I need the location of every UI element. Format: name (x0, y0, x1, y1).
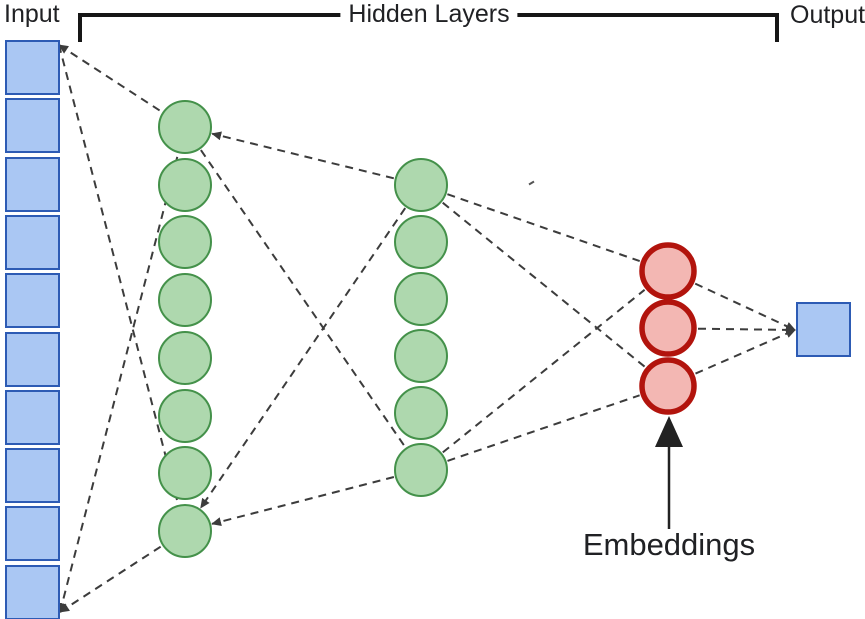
input-node (5, 506, 60, 561)
hidden1-node (158, 504, 212, 558)
connection-hidden2-first-to-hidden1-first (211, 131, 395, 180)
input-node (5, 390, 60, 445)
connection-hidden2-first-to-embeddings-last (442, 201, 646, 368)
connection-hidden2-first-to-embeddings-first (447, 193, 641, 263)
embeddings-arrowhead-icon (655, 416, 683, 447)
hidden-layers-label: Hidden Layers (340, 0, 518, 29)
connection-embeddings-first-to-output-node (694, 282, 796, 331)
hidden2-node (394, 215, 448, 269)
output-node (796, 302, 851, 357)
embedding-node (639, 357, 697, 415)
connection-hidden2-last-to-embeddings-last (447, 394, 640, 462)
connection-input-bottom-right-to-hidden1-first (57, 153, 179, 613)
hidden1-node (158, 158, 212, 212)
hidden2-node (394, 386, 448, 440)
connection-input-bottom-right-to-hidden1-last (59, 545, 163, 613)
hidden-layer-1 (158, 100, 212, 558)
hidden-layer-2 (394, 158, 448, 497)
input-node (5, 215, 60, 270)
embeddings-label: Embeddings (582, 527, 756, 562)
output-label: Output (790, 1, 865, 29)
hidden2-node (394, 443, 448, 497)
connection-hidden2-last-to-hidden1-last (211, 476, 395, 527)
input-node (5, 273, 60, 328)
hidden1-node (158, 331, 212, 385)
stray-mark (528, 180, 535, 186)
connection-hidden1-first-to-hidden2-last (200, 149, 406, 448)
embeddings-pointer-arrow (655, 416, 683, 529)
connection-hidden2-first-to-hidden1-last (199, 207, 407, 509)
input-label: Input (4, 0, 60, 28)
hidden1-node (158, 446, 212, 500)
connection-embeddings-last-to-output-node (695, 329, 796, 375)
input-node (5, 565, 60, 619)
connection-lines (57, 44, 796, 613)
connection-input-top-right-to-hidden1-last (58, 44, 179, 505)
embedding-node (639, 242, 697, 300)
hidden1-node (158, 389, 212, 443)
input-node (5, 40, 60, 95)
connection-embeddings-middle-to-output-node (697, 325, 796, 335)
hidden2-node (394, 329, 448, 383)
connection-hidden2-last-to-embeddings-first (442, 289, 646, 454)
hidden1-node (158, 273, 212, 327)
embeddings-layer (639, 242, 697, 415)
connection-input-top-right-to-hidden1-first (58, 44, 163, 113)
input-layer (5, 40, 60, 619)
output-layer (796, 302, 851, 357)
hidden1-node (158, 215, 212, 269)
input-node (5, 98, 60, 153)
input-node (5, 448, 60, 503)
hidden1-node (158, 100, 212, 154)
hidden2-node (394, 158, 448, 212)
embedding-node (639, 299, 697, 357)
input-node (5, 332, 60, 387)
input-node (5, 157, 60, 212)
hidden2-node (394, 272, 448, 326)
